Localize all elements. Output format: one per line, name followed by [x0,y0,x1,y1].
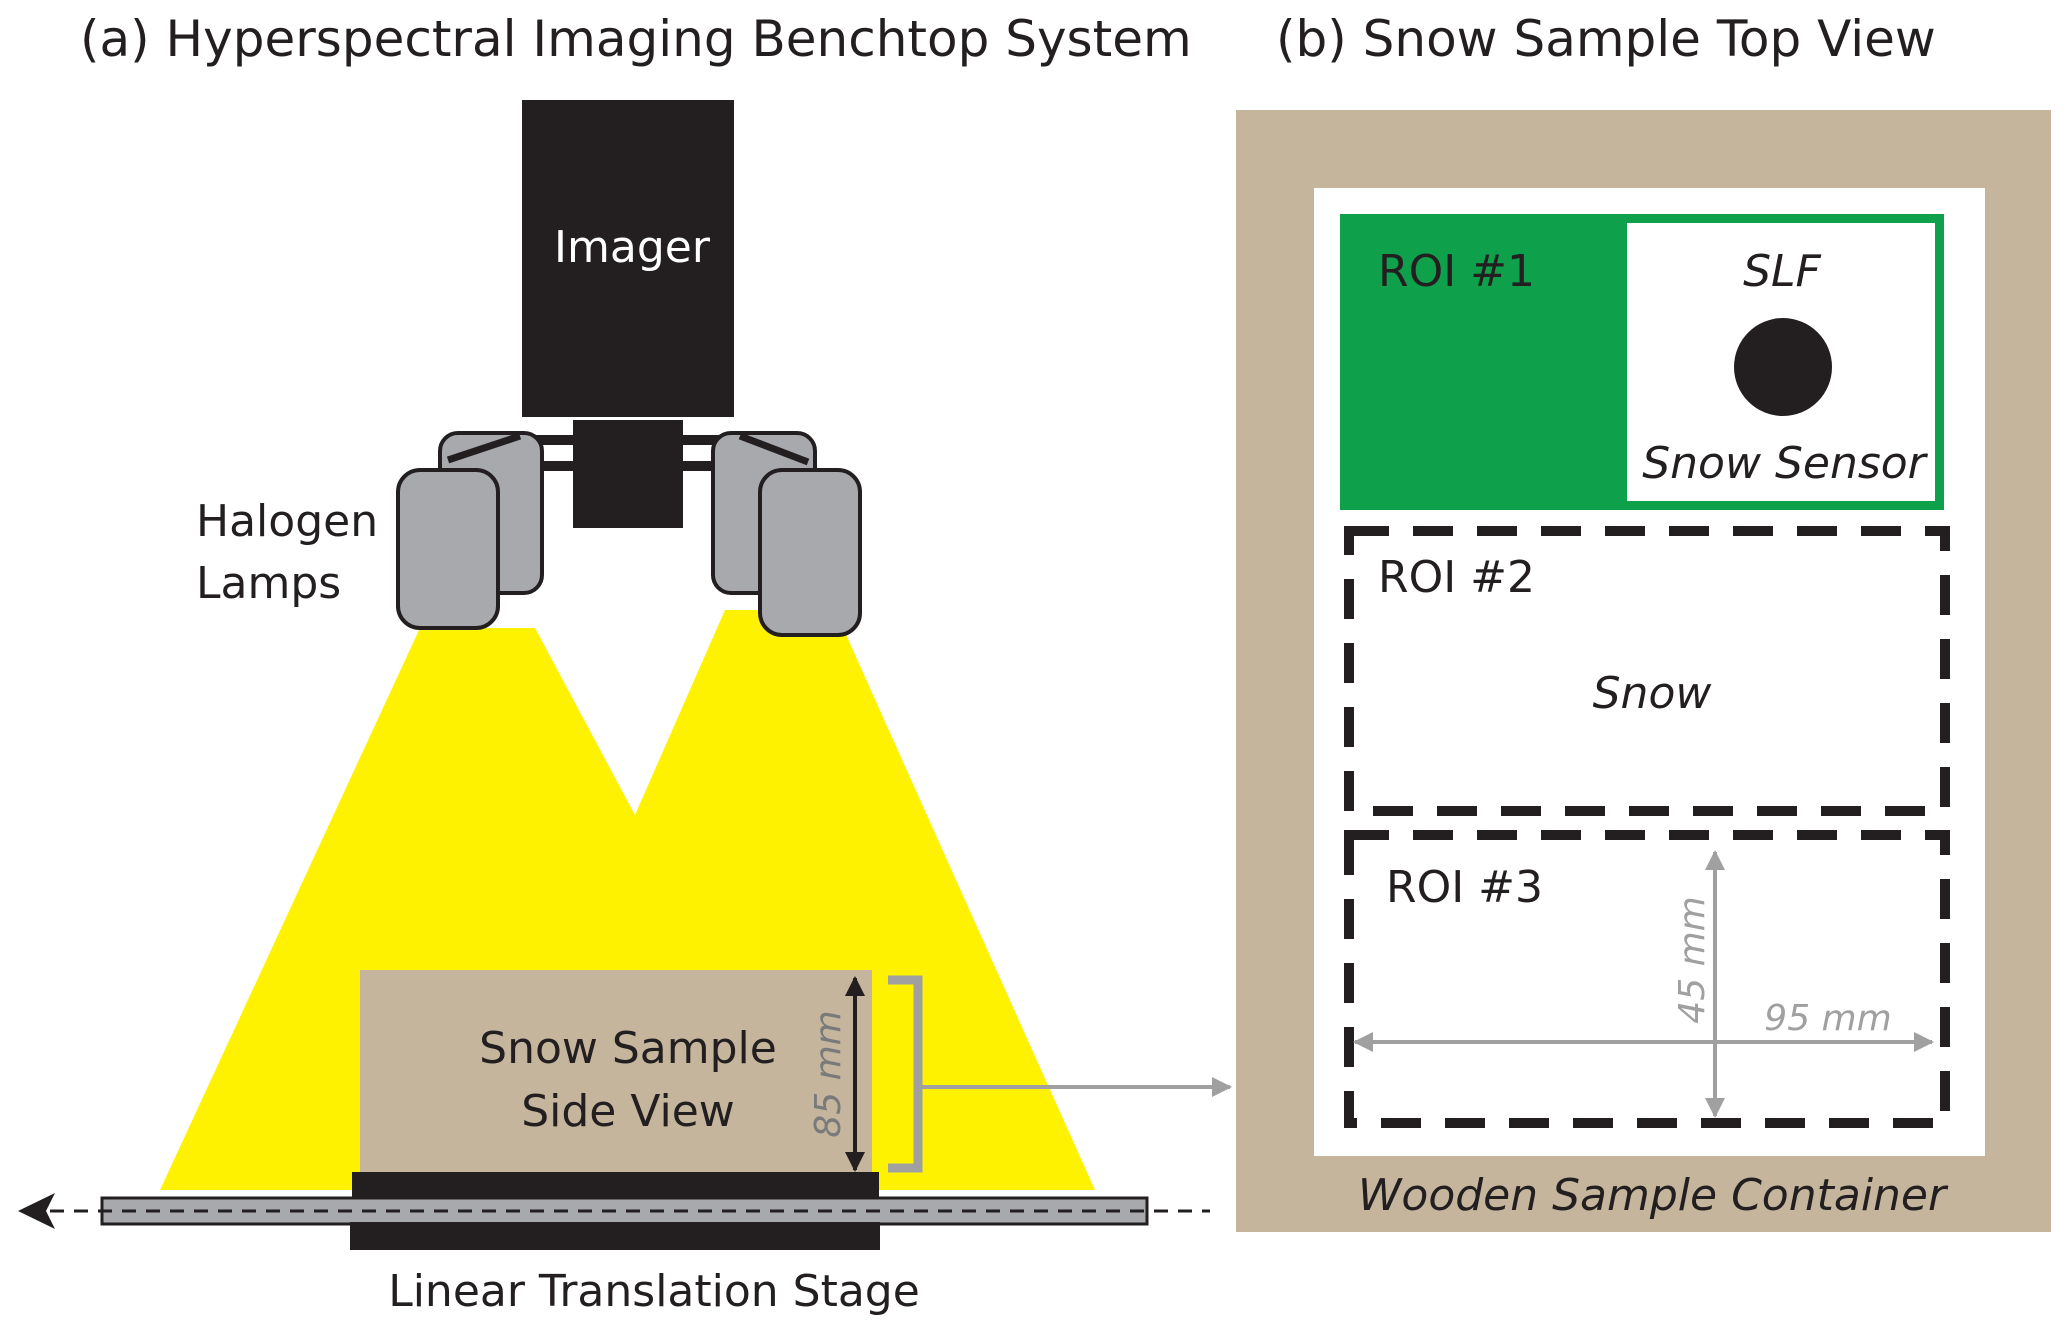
stage-label: Linear Translation Stage [388,1266,920,1317]
roi2-region [1344,526,1950,816]
snow-sample-side-view [360,970,872,1178]
stage-direction-arrow-icon [18,1193,55,1229]
panel-a-title: (a) Hyperspectral Imaging Benchtop Syste… [80,10,1192,68]
depth-label: 85 mm [808,1010,849,1137]
snow-sensor-icon [1734,318,1832,416]
stage-carriage [350,1222,880,1250]
snow-label: Snow [1593,668,1713,719]
roi2-label: ROI #2 [1378,552,1535,603]
height-label: 45 mm [1672,896,1713,1023]
sample-label-line1: Snow Sample [479,1023,777,1074]
sample-base-plate [352,1172,879,1200]
lamps-label-line2: Lamps [196,558,341,609]
lamps-label-line1: Halogen [196,496,378,547]
imager-body [522,100,734,417]
panel-b-title: (b) Snow Sample Top View [1276,10,1936,68]
imager-lens [573,420,683,528]
roi3-region [1344,830,1950,1128]
roi3-label: ROI #3 [1386,862,1543,913]
width-label: 95 mm [1764,998,1891,1039]
roi1-label: ROI #1 [1378,246,1535,297]
slf-label: SLF [1743,246,1821,297]
right-halogen-lamp-icon [711,431,862,637]
snow-sensor-label: Snow Sensor [1642,438,1928,489]
container-label: Wooden Sample Container [1358,1170,1949,1221]
sample-bracket [888,975,923,1173]
imager-label: Imager [554,222,711,273]
sample-label-line2: Side View [521,1086,735,1137]
left-halogen-lamp-icon [396,431,544,630]
